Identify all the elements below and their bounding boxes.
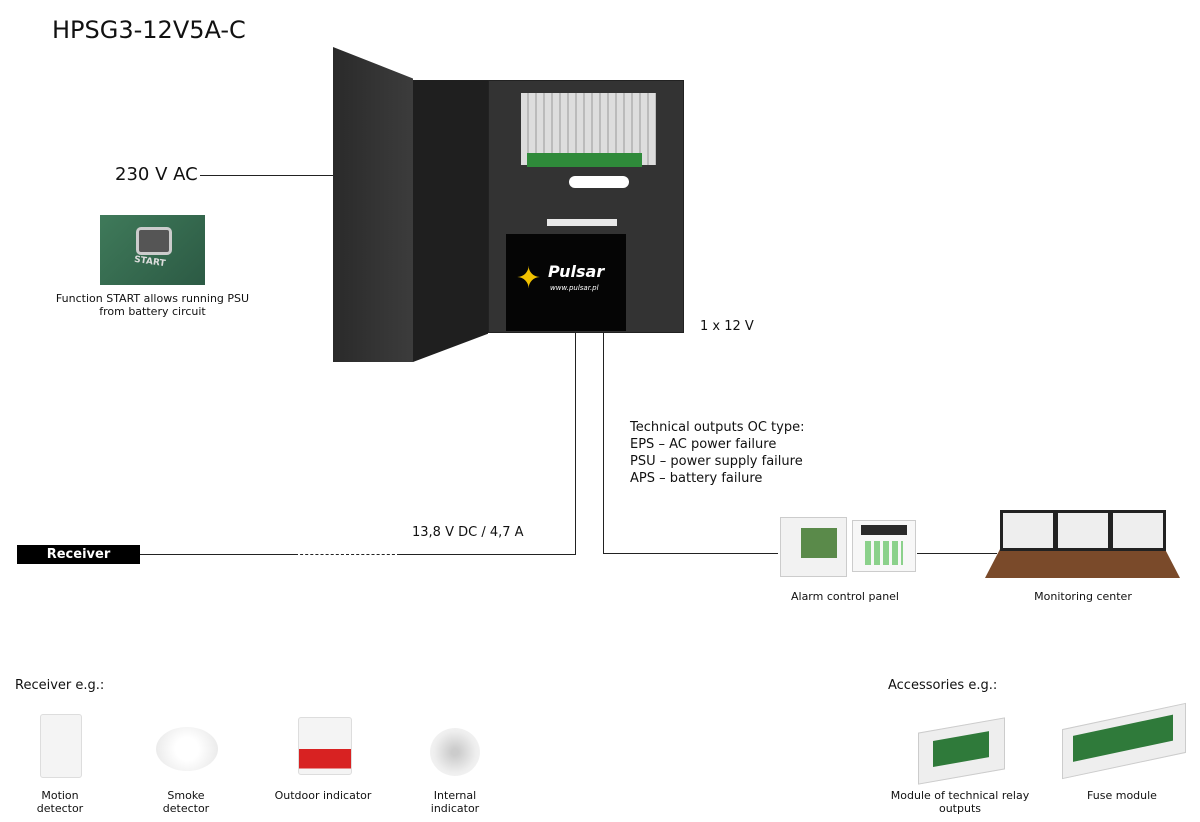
- receivers-heading: Receiver e.g.:: [15, 678, 105, 693]
- internal-indicator-image: [430, 728, 480, 776]
- page-title: HPSG3-12V5A-C: [52, 16, 246, 44]
- smoke-detector-image: [156, 727, 218, 771]
- receiver-caption: Outdoor indicator: [274, 789, 372, 802]
- alarm-panel-image: [780, 517, 847, 577]
- receiver-box: Receiver: [17, 545, 140, 564]
- psu-board: [527, 153, 642, 167]
- motion-detector-image: [40, 714, 82, 778]
- battery-label: 1 x 12 V: [700, 319, 754, 334]
- accessory-caption: Fuse module: [1087, 789, 1157, 802]
- technical-outputs: Technical outputs OC type: EPS – AC powe…: [630, 420, 805, 486]
- accessories-heading: Accessories e.g.:: [888, 678, 998, 693]
- alarm-panel-caption: Alarm control panel: [790, 590, 899, 603]
- pulsar-logo-icon: ✦: [516, 261, 542, 296]
- enclosure-door: [333, 47, 413, 362]
- battery: ✦ Pulsar www.pulsar.pl: [506, 234, 626, 331]
- outdoor-indicator-image: [298, 717, 352, 775]
- enclosure-body: ✦ Pulsar www.pulsar.pl: [488, 80, 684, 333]
- monitor-icon: [1110, 510, 1166, 551]
- ac-line: [200, 175, 333, 176]
- desk-image: [985, 548, 1180, 578]
- fuse-module-image: [1062, 702, 1186, 780]
- monitor-icon: [1000, 510, 1056, 551]
- start-button-image: START: [100, 215, 205, 285]
- relay-module-image: [918, 717, 1005, 785]
- monitoring-caption: Monitoring center: [1034, 590, 1132, 603]
- output-label: 13,8 V DC / 4,7 A: [412, 525, 524, 540]
- keypad-image: [852, 520, 916, 572]
- monitor-icon: [1055, 510, 1111, 551]
- input-voltage-label: 230 V AC: [115, 164, 198, 185]
- enclosure-door-inner: [413, 80, 488, 362]
- start-caption: Function START allows running PSU from b…: [55, 292, 250, 318]
